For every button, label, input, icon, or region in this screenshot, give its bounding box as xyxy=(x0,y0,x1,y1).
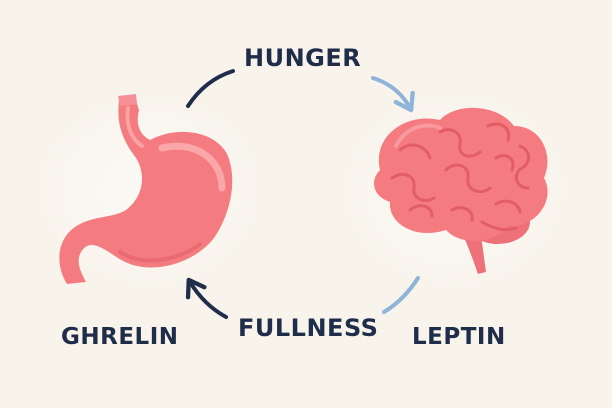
arrow-stomach-to-hunger xyxy=(186,69,235,108)
arrow-brain-to-fullness xyxy=(382,276,420,314)
label-hunger: HUNGER xyxy=(244,44,362,72)
brain-highlight xyxy=(394,123,442,148)
label-fullness: FULLNESS xyxy=(238,314,379,342)
arrow-hunger-to-brain xyxy=(371,76,415,113)
label-ghrelin: GHRELIN xyxy=(61,324,179,350)
esophagus-highlight xyxy=(125,106,144,148)
stomach-highlight xyxy=(158,142,226,192)
stomach-esophagus-rim xyxy=(118,94,137,106)
brain-icon xyxy=(374,107,548,274)
stomach-shadow xyxy=(118,242,202,263)
stomach-icon xyxy=(59,94,233,284)
arrow-fullness-to-stomach xyxy=(185,277,228,319)
brain-folds xyxy=(390,122,530,232)
label-leptin: LEPTIN xyxy=(412,324,506,350)
